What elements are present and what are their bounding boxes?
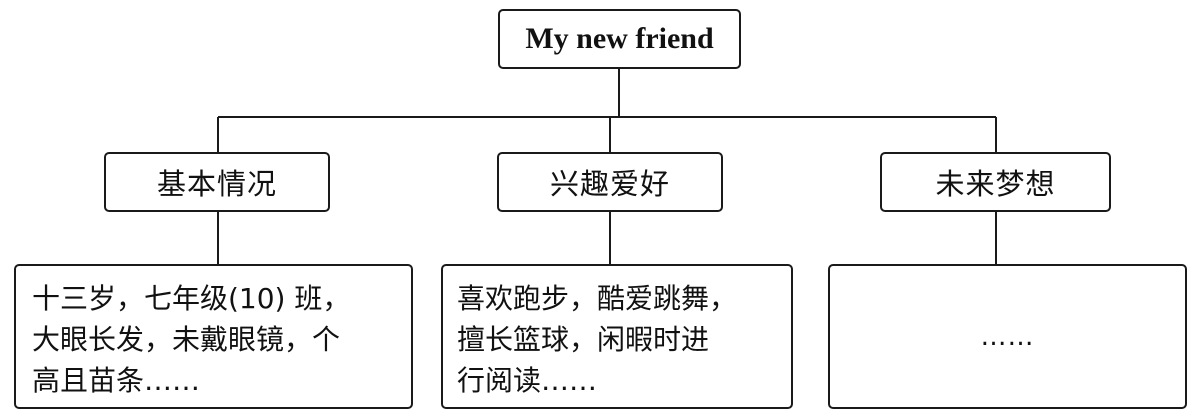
detail-text-line: 擅长篮球，闲暇时进 bbox=[457, 323, 710, 356]
category-label: 未来梦想 bbox=[935, 167, 1056, 201]
category-box-hobbies: 兴趣爱好 bbox=[497, 152, 723, 212]
detail-text-line: 十三岁，七年级(10) 班， bbox=[32, 282, 351, 315]
diagram-title: My new friend bbox=[525, 22, 714, 55]
detail-text-line: 高且苗条…… bbox=[32, 364, 201, 397]
detail-box-basic-info: 十三岁，七年级(10) 班， 大眼长发，未戴眼镜，个 高且苗条…… bbox=[14, 264, 413, 409]
detail-box-hobbies: 喜欢跑步，酷爱跳舞， 擅长篮球，闲暇时进 行阅读…… bbox=[441, 264, 793, 409]
detail-placeholder-ellipsis: …… bbox=[980, 321, 1035, 352]
title-box: My new friend bbox=[498, 9, 741, 69]
detail-text-line: 喜欢跑步，酷爱跳舞， bbox=[457, 282, 738, 315]
detail-box-future-dream: …… bbox=[828, 264, 1187, 409]
detail-text-line: 行阅读…… bbox=[457, 364, 598, 397]
category-box-future-dream: 未来梦想 bbox=[880, 152, 1111, 212]
category-box-basic-info: 基本情况 bbox=[104, 152, 330, 212]
detail-text-line: 大眼长发，未戴眼镜，个 bbox=[32, 323, 341, 356]
category-label: 基本情况 bbox=[156, 167, 277, 201]
category-label: 兴趣爱好 bbox=[549, 167, 670, 201]
